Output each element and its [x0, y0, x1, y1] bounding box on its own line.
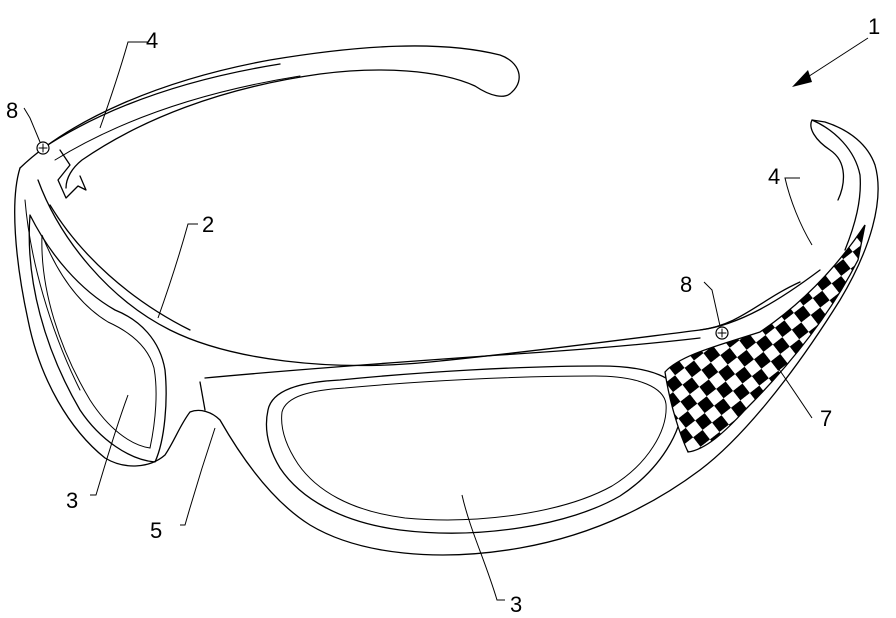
checkered-insert — [664, 224, 866, 453]
leader-lines — [23, 41, 813, 601]
left-lens — [28, 214, 167, 463]
ref-numeral-2: 2 — [202, 212, 214, 237]
ref-numeral-8-right: 8 — [680, 272, 692, 297]
ref-numeral-7: 7 — [820, 406, 832, 431]
ref-numeral-4-right: 4 — [768, 164, 780, 189]
screw-right — [715, 326, 729, 340]
ref-numeral-5: 5 — [150, 518, 162, 543]
arrow-ref-1 — [792, 37, 869, 87]
right-temple-arm — [664, 119, 866, 453]
ref-numeral-3-left: 3 — [66, 488, 78, 513]
reference-numerals: 1 2 3 3 4 4 5 7 8 8 — [6, 14, 880, 617]
ref-numeral-1: 1 — [868, 14, 880, 39]
right-lens — [265, 365, 683, 534]
ref-numeral-8-left: 8 — [6, 98, 18, 123]
ref-numeral-3-right: 3 — [510, 592, 522, 617]
left-temple-arm — [19, 45, 520, 199]
screw-left — [36, 141, 50, 155]
ref-numeral-4-left: 4 — [146, 28, 158, 53]
